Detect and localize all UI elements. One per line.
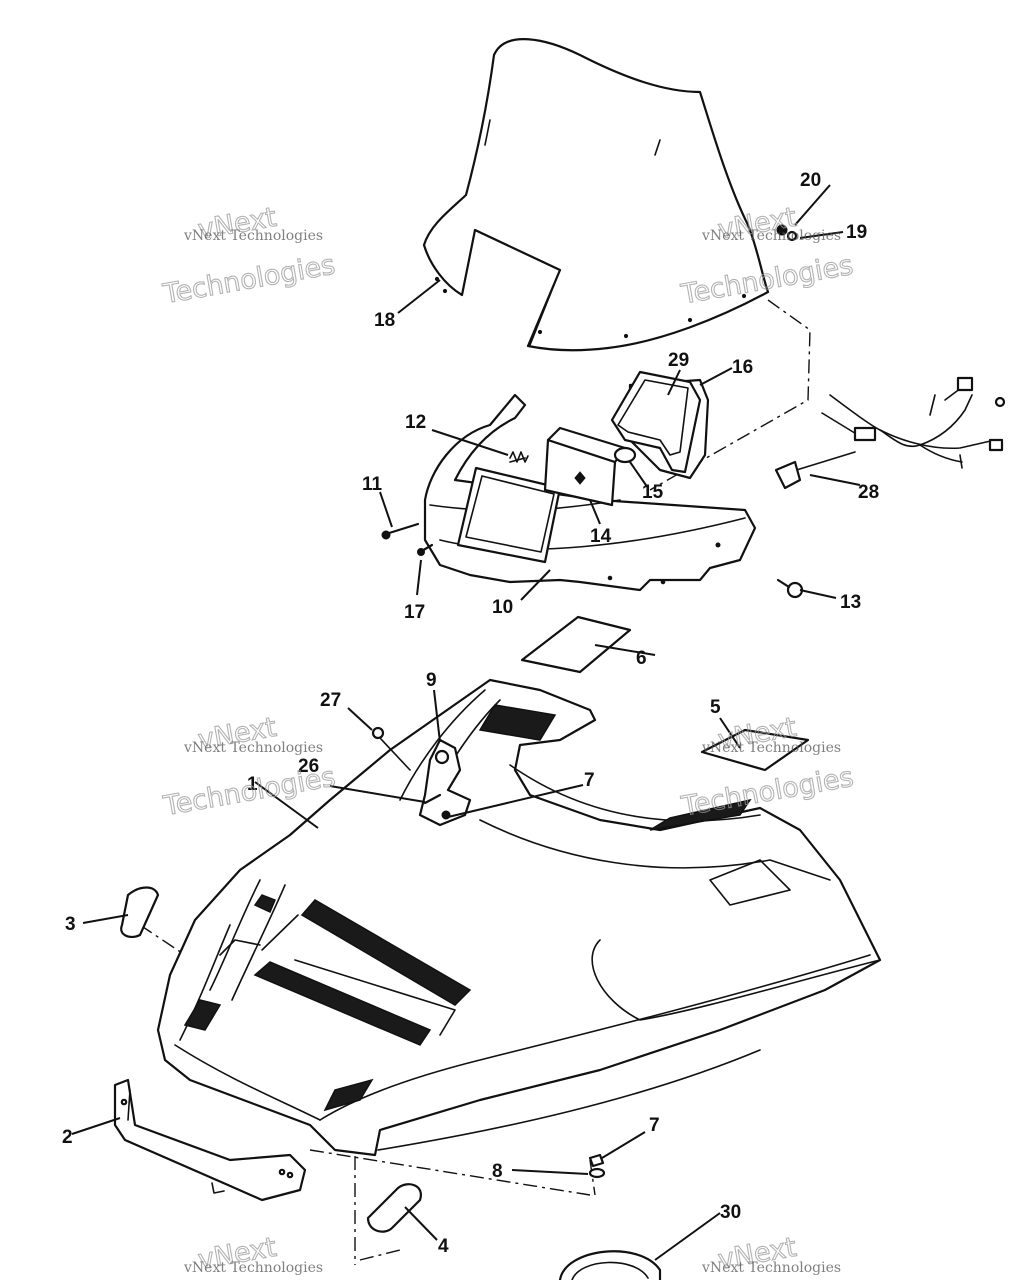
callout-11: 11 [362, 474, 383, 495]
callout-4: 4 [438, 1236, 449, 1257]
screw-17 [417, 543, 434, 556]
callout-5: 5 [710, 697, 721, 718]
watermark-top-left: vNext vNext Technologies Technologies [160, 201, 338, 311]
callout-7-upper: 7 [584, 770, 595, 791]
svg-text:vNext Technologies: vNext Technologies [183, 740, 323, 756]
callout-20: 20 [800, 170, 821, 191]
svg-text:vNext Technologies: vNext Technologies [701, 228, 841, 244]
watermark-bottom-left: vNext vNext Technologies [183, 1231, 323, 1276]
svg-text:Technologies: Technologies [161, 761, 338, 822]
nut-washer [588, 1153, 606, 1179]
svg-text:vNext Technologies: vNext Technologies [701, 740, 841, 756]
ring-30 [558, 1250, 662, 1280]
callout-26: 26 [298, 756, 319, 777]
callout-1: 1 [247, 774, 258, 795]
callout-28: 28 [858, 482, 879, 503]
callout-15: 15 [642, 482, 664, 503]
fastener-19-20 [776, 224, 798, 242]
windshield [422, 38, 770, 352]
watermark-bottom-right: vNext vNext Technologies [701, 1231, 841, 1276]
callout-8: 8 [492, 1161, 503, 1182]
screw-11 [381, 522, 420, 540]
callout-13: 13 [840, 592, 861, 613]
bumper-bracket [113, 1078, 307, 1202]
svg-text:Technologies: Technologies [160, 250, 337, 311]
headlight-lamp [543, 426, 637, 507]
callout-14: 14 [590, 526, 612, 547]
hood [156, 678, 882, 1157]
decal-5 [700, 728, 810, 772]
headlight-housing [610, 370, 710, 480]
svg-text:vNext Technologies: vNext Technologies [183, 1260, 323, 1276]
mirror-mount [418, 738, 472, 827]
callout-2: 2 [62, 1127, 73, 1148]
callout-29: 29 [668, 350, 689, 371]
callout-9: 9 [426, 670, 437, 691]
svg-text:vNext Technologies: vNext Technologies [701, 1260, 841, 1276]
callout-27: 27 [320, 690, 341, 711]
callout-10: 10 [492, 597, 513, 618]
bolt-13 [776, 578, 804, 599]
plug-4 [366, 1183, 422, 1233]
plug-3 [120, 886, 160, 939]
callout-30: 30 [720, 1202, 741, 1223]
callout-12: 12 [405, 412, 426, 433]
watermark-mid-left: vNext vNext Technologies Technologies [160, 711, 338, 823]
bolt-27 [371, 726, 411, 771]
spring [509, 451, 529, 463]
gauge-bezel [456, 466, 562, 564]
callout-7-lower: 7 [649, 1115, 660, 1136]
callout-3: 3 [65, 914, 76, 935]
svg-text:vNext Technologies: vNext Technologies [183, 228, 323, 244]
callout-6: 6 [636, 648, 647, 669]
wiring-harness [774, 376, 1006, 490]
callout-19: 19 [846, 222, 867, 243]
callout-17: 17 [404, 602, 425, 623]
decal-6 [520, 615, 632, 674]
leader-lines [71, 184, 861, 1261]
callout-18: 18 [374, 310, 395, 331]
callout-16: 16 [732, 357, 753, 378]
callout-labels: 18 20 19 29 16 28 12 11 15 14 17 10 13 6… [62, 170, 879, 1257]
